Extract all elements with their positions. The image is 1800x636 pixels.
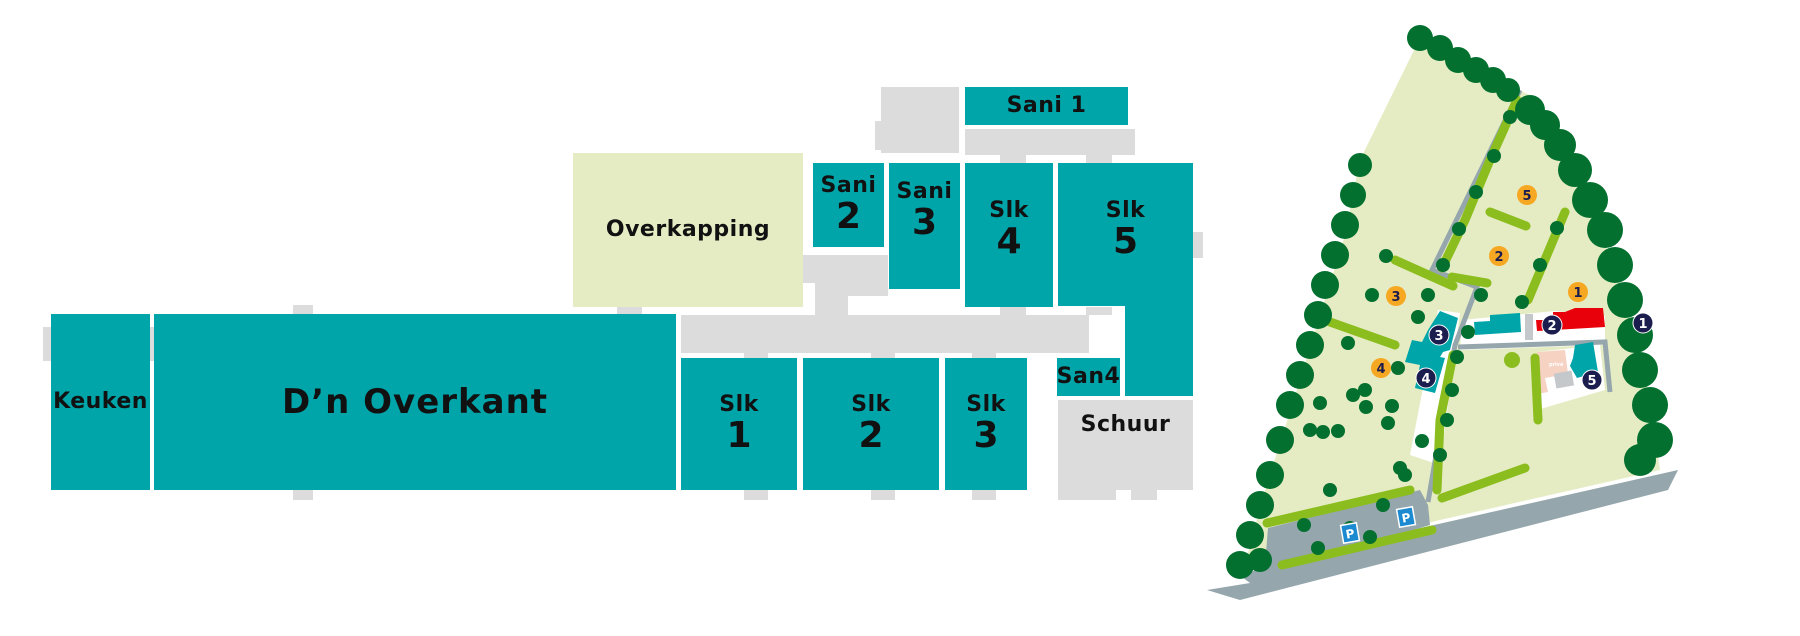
room-label-name: Slk xyxy=(851,392,891,417)
hedges xyxy=(1262,95,1570,570)
tree-line xyxy=(1226,25,1673,579)
room-label-name: Sani xyxy=(896,179,953,204)
room-label-number: 2 xyxy=(858,415,884,456)
room-label: D’n Overkant xyxy=(281,382,549,422)
marker-number: 2 xyxy=(1494,250,1503,265)
trees-small xyxy=(1297,110,1564,555)
room-dn-overkant[interactable]: D’n Overkant xyxy=(154,314,676,490)
connector xyxy=(1131,490,1157,500)
room-keuken[interactable]: Keuken xyxy=(51,314,150,490)
building-marker-2[interactable]: 2 xyxy=(1541,314,1563,336)
road xyxy=(1207,470,1678,600)
room-label: Sani 1 xyxy=(1006,93,1087,118)
room-slk-5-extension[interactable] xyxy=(1125,300,1193,396)
connector xyxy=(744,490,768,500)
room-label-name: Sani xyxy=(820,173,877,198)
parking-label: P xyxy=(1345,526,1356,541)
building-marker-4[interactable]: 4 xyxy=(1415,367,1437,389)
field-marker-4[interactable]: 4 xyxy=(1371,358,1391,378)
marker-number: 1 xyxy=(1573,286,1582,301)
building-marker-5[interactable]: 5 xyxy=(1581,369,1603,391)
connector xyxy=(1058,490,1116,500)
building-marker-3[interactable]: 3 xyxy=(1428,324,1450,346)
room-label-name: Slk xyxy=(989,198,1029,223)
room-slk-3[interactable]: Slk 3 xyxy=(945,358,1027,490)
marker-number: 3 xyxy=(1434,329,1443,344)
connector xyxy=(1000,155,1026,163)
shed-gray xyxy=(1525,314,1533,340)
gray-block-top xyxy=(881,87,959,153)
building-marker-1[interactable]: 1 xyxy=(1632,312,1654,334)
room-sani-1[interactable]: Sani 1 xyxy=(965,87,1128,125)
field-marker-3[interactable]: 3 xyxy=(1386,286,1406,306)
corridor-main xyxy=(681,315,1089,353)
room-label: Keuken xyxy=(53,389,148,414)
field-marker-5[interactable]: 5 xyxy=(1517,185,1537,205)
room-label-name: Slk xyxy=(966,392,1006,417)
room-label-number: 1 xyxy=(726,415,752,456)
marker-number: 4 xyxy=(1376,362,1385,377)
room-label: San4 xyxy=(1056,364,1121,389)
connector xyxy=(972,490,996,500)
room-label-number: 4 xyxy=(996,221,1022,262)
room-schuur[interactable]: Schuur xyxy=(1058,400,1193,490)
building-2[interactable] xyxy=(1474,313,1521,335)
room-label: Schuur xyxy=(1080,412,1171,437)
connector xyxy=(871,353,895,358)
room-slk-5[interactable]: Slk 5 xyxy=(1058,163,1193,306)
room-label-name: Slk xyxy=(1105,198,1146,223)
parking-icon: P xyxy=(1339,521,1361,545)
parking-icon: P xyxy=(1395,505,1417,529)
corridor-link xyxy=(815,255,848,317)
shed-gray-2 xyxy=(1553,370,1575,389)
connector xyxy=(744,353,768,358)
gray-block-top xyxy=(875,121,883,150)
field xyxy=(1245,38,1660,565)
room-san-4[interactable]: San4 xyxy=(1057,358,1120,396)
room-label: Overkapping xyxy=(605,217,771,242)
room-label-number: 3 xyxy=(911,202,938,243)
room-slk-1[interactable]: Slk 1 xyxy=(681,358,797,490)
connector xyxy=(293,305,313,315)
parking-label: P xyxy=(1401,510,1412,525)
marker-number: 2 xyxy=(1547,319,1556,334)
field-marker-1[interactable]: 1 xyxy=(1568,282,1588,302)
room-label-name: Slk xyxy=(719,392,759,417)
connector xyxy=(148,327,156,361)
marker-number: 3 xyxy=(1391,290,1400,305)
connector xyxy=(1086,307,1112,315)
marker-number: 5 xyxy=(1522,189,1531,204)
private-label: privé xyxy=(1549,361,1564,368)
area-overkapping[interactable]: Overkapping xyxy=(573,153,803,307)
connector xyxy=(1086,155,1112,163)
marker-number: 4 xyxy=(1421,372,1430,387)
connector xyxy=(293,490,313,500)
connector xyxy=(972,353,996,358)
corridor-link xyxy=(848,255,888,296)
corridor-top xyxy=(965,129,1135,155)
connector xyxy=(617,307,642,315)
connector xyxy=(1000,307,1026,315)
building-5[interactable] xyxy=(1570,342,1598,378)
room-sani-2[interactable]: Sani 2 xyxy=(813,163,884,247)
path-east xyxy=(1457,339,1613,393)
room-label-number: 3 xyxy=(973,415,999,456)
tree-light xyxy=(1504,352,1520,368)
connector xyxy=(1193,232,1203,258)
marker-number: 5 xyxy=(1587,374,1596,389)
room-label-number: 2 xyxy=(835,196,862,237)
room-slk-4[interactable]: Slk 4 xyxy=(965,163,1053,307)
room-slk-2[interactable]: Slk 2 xyxy=(803,358,939,490)
field-marker-2[interactable]: 2 xyxy=(1489,246,1509,266)
private-area xyxy=(1537,350,1568,394)
connector xyxy=(871,490,895,500)
room-sani-3[interactable]: Sani 3 xyxy=(889,163,960,289)
marker-number: 1 xyxy=(1638,317,1647,332)
room-label-number: 5 xyxy=(1112,221,1139,262)
